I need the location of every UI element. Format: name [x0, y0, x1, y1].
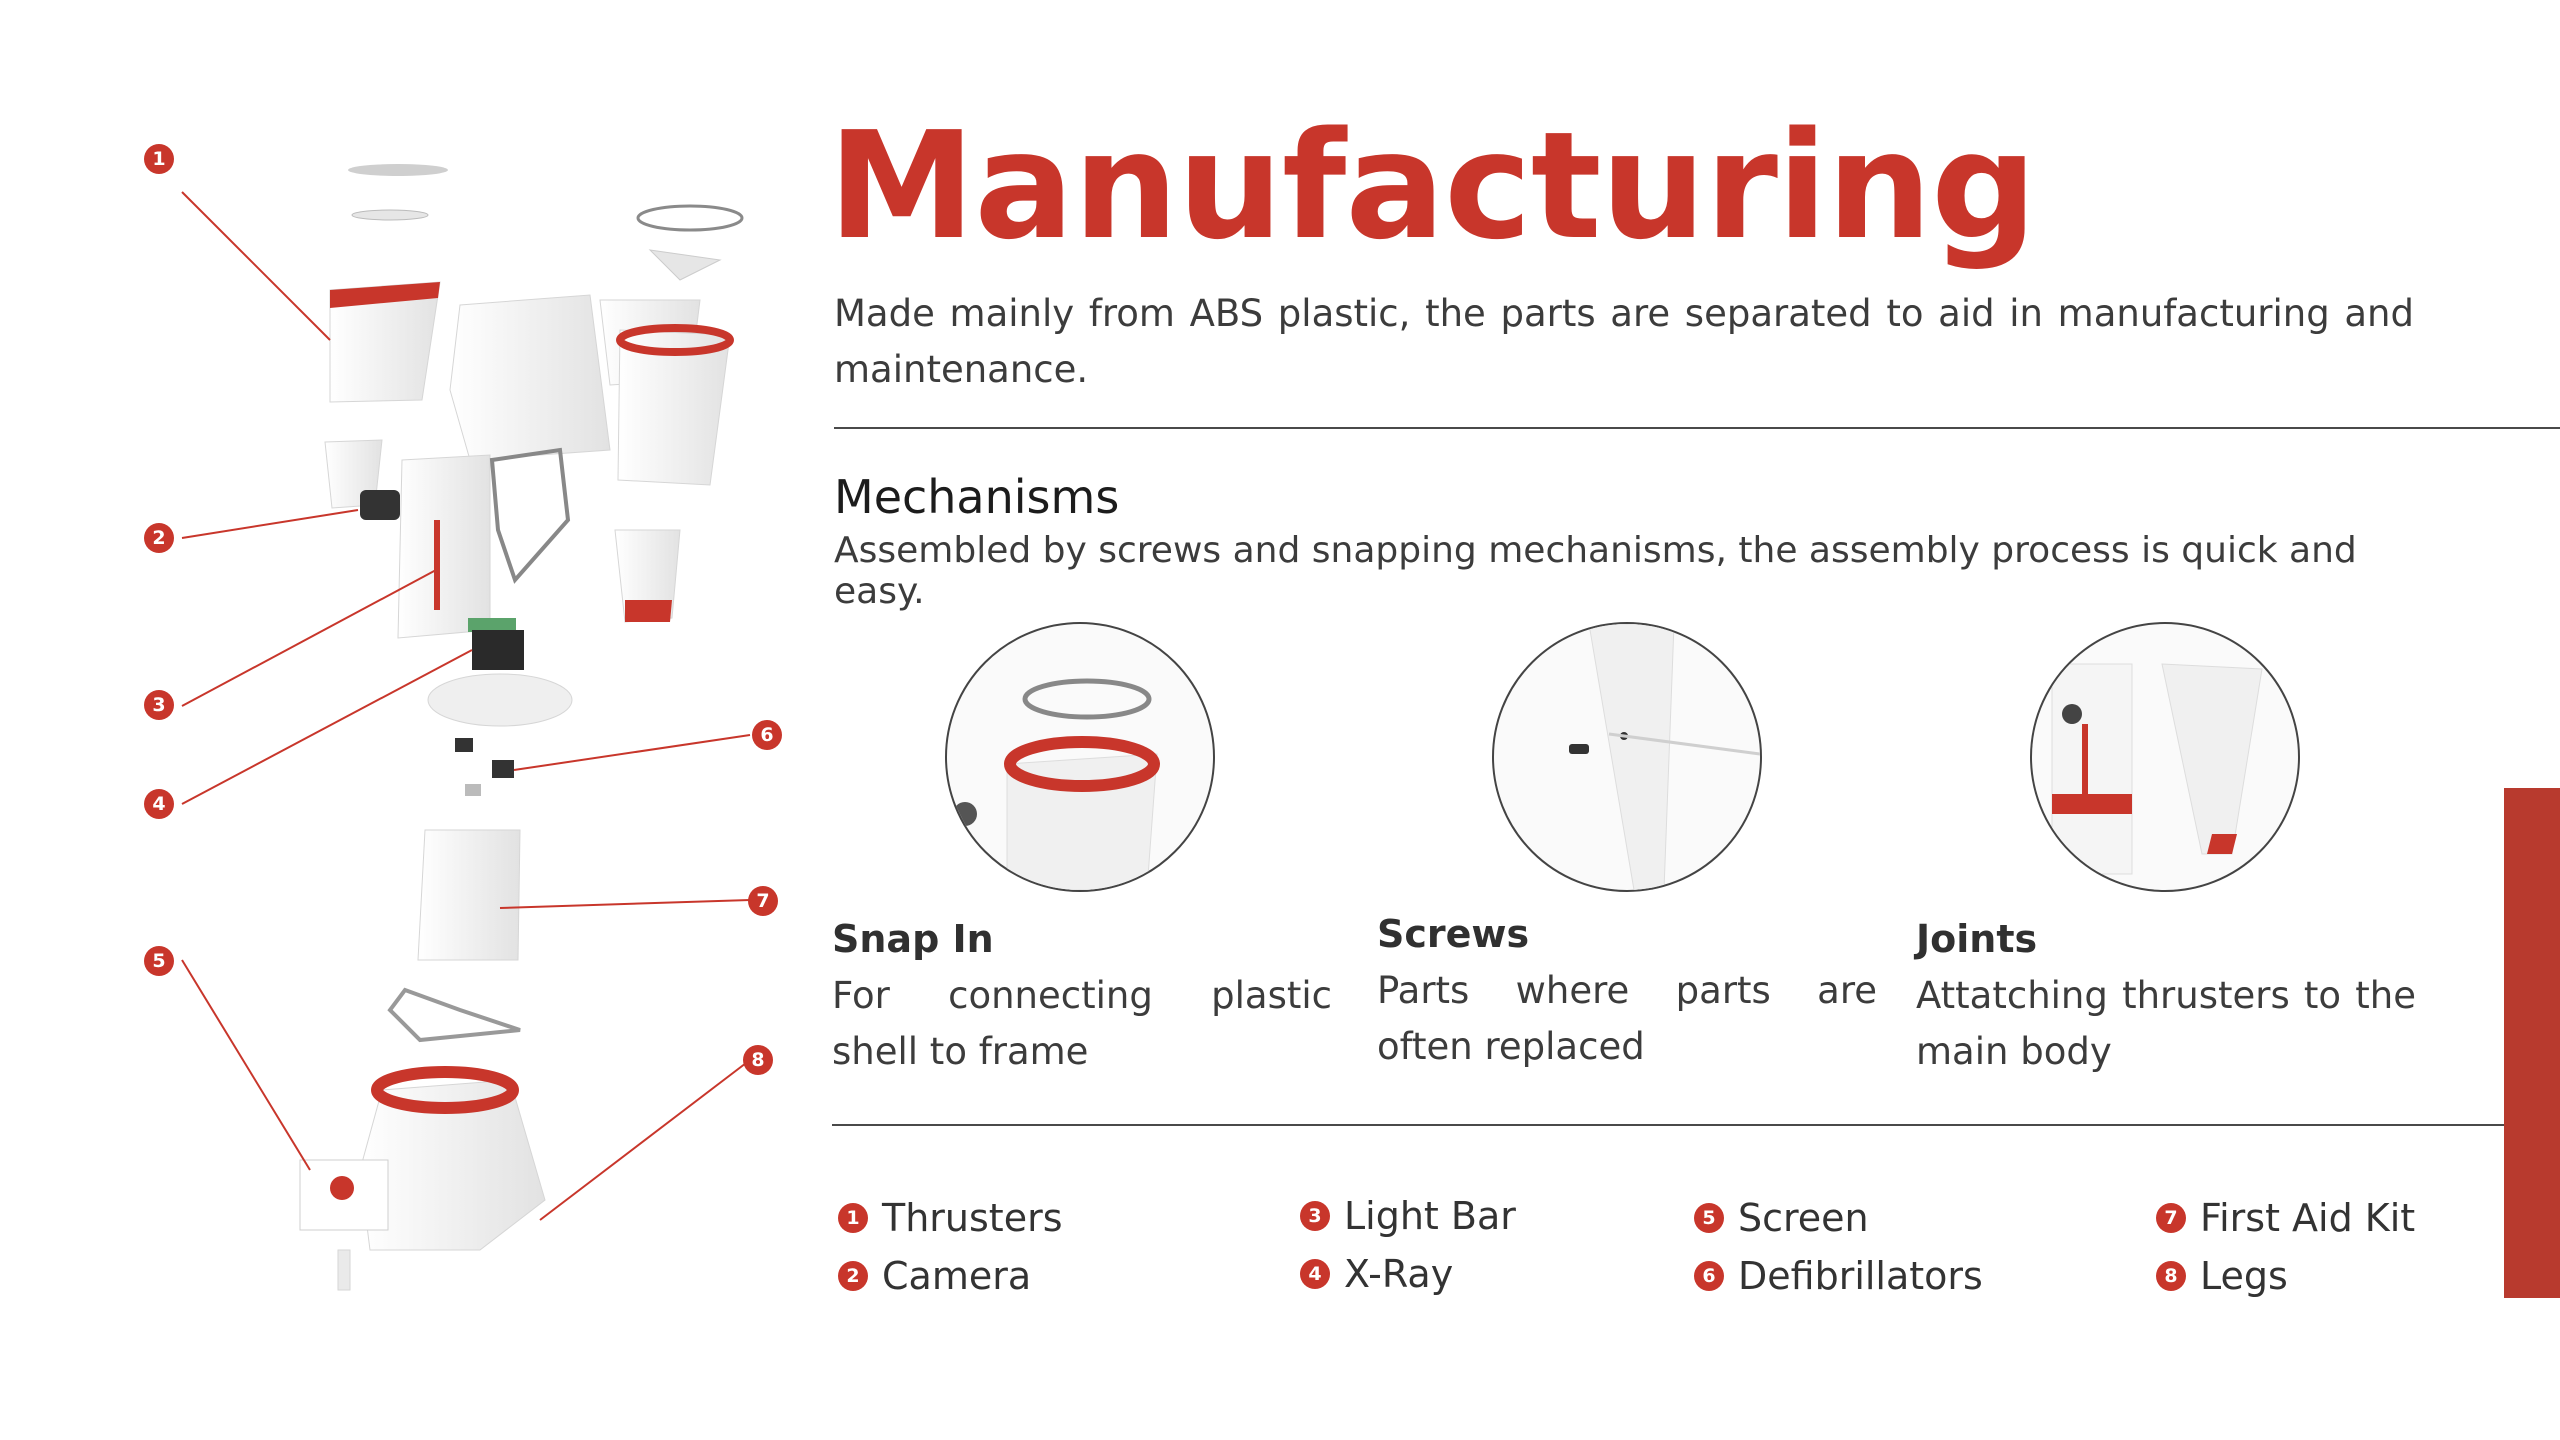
callout-marker-3: 3 [144, 690, 174, 720]
small-thruster-right-ring-part [625, 600, 672, 622]
joints-detail-image [2030, 622, 2300, 892]
leader-line-7 [499, 899, 751, 909]
camera-part [360, 490, 400, 520]
page-title: Manufacturing [828, 100, 2037, 272]
top-grille-part [348, 164, 448, 176]
accent-band [2504, 788, 2560, 1298]
callout-marker-8: 8 [743, 1045, 773, 1075]
feature-desc-screws: Parts where parts are often replaced [1377, 969, 1877, 1068]
light-bar-part [434, 520, 440, 610]
leader-line-3 [181, 569, 437, 707]
leader-line-8 [539, 1059, 751, 1221]
thruster-grille-part [636, 204, 744, 232]
mechanisms-heading: Mechanisms [834, 470, 1120, 524]
feature-title-screws: Screws [1377, 912, 1530, 956]
left-thruster-part [329, 281, 441, 403]
snap-in-detail-image [945, 622, 1215, 892]
back-shell-part [449, 294, 611, 461]
right-thruster-lower-part [617, 329, 731, 486]
screws-detail-image [1492, 622, 1762, 892]
pcb-part [468, 618, 516, 632]
lower-body-ring-part [371, 1066, 519, 1114]
mechanisms-description: Assembled by screws and snapping mechani… [834, 530, 2357, 612]
callout-marker-4: 4 [144, 789, 174, 819]
first-aid-kit-part [417, 829, 521, 961]
callout-marker-2: 2 [144, 523, 174, 553]
base-plate-part [427, 673, 573, 727]
callout-marker-5: 5 [144, 946, 174, 976]
xray-part [472, 630, 524, 670]
fan-part [351, 209, 429, 221]
small-thruster-right-part [614, 529, 681, 623]
light-bar-panel-part [397, 454, 491, 639]
leg-part [337, 1249, 351, 1291]
left-thruster-ring-part [330, 282, 440, 308]
defibrillator-part [455, 738, 473, 752]
leader-line-1 [181, 191, 331, 341]
leader-line-6 [513, 734, 751, 771]
feature-desc-joints: Attatching thrusters to the main body [1916, 974, 2416, 1073]
feature-desc-snap-in: For connecting plastic shell to frame [832, 974, 1332, 1073]
fan-blades-part [648, 249, 722, 281]
callout-marker-6: 6 [752, 720, 782, 750]
exploded-view-illustration [181, 164, 751, 1291]
right-thruster-ring-part [616, 324, 734, 356]
feature-title-snap-in: Snap In [832, 917, 994, 961]
defibrillator-pad-part [465, 784, 481, 796]
screen-logo-part [330, 1176, 354, 1200]
legend-divider [832, 1124, 2504, 1126]
callout-marker-1: 1 [144, 144, 174, 174]
legs-frame-part [387, 987, 521, 1043]
frame-part [489, 447, 571, 584]
defibrillator-part [492, 760, 514, 778]
feature-title-joints: Joints [1916, 917, 2038, 961]
callout-marker-7: 7 [748, 886, 778, 916]
section-divider [834, 427, 2560, 429]
leader-line-2 [181, 509, 359, 539]
leader-line-5 [181, 959, 311, 1171]
leader-line-4 [181, 649, 473, 805]
intro-paragraph: Made mainly from ABS plastic, the parts … [834, 292, 2414, 391]
